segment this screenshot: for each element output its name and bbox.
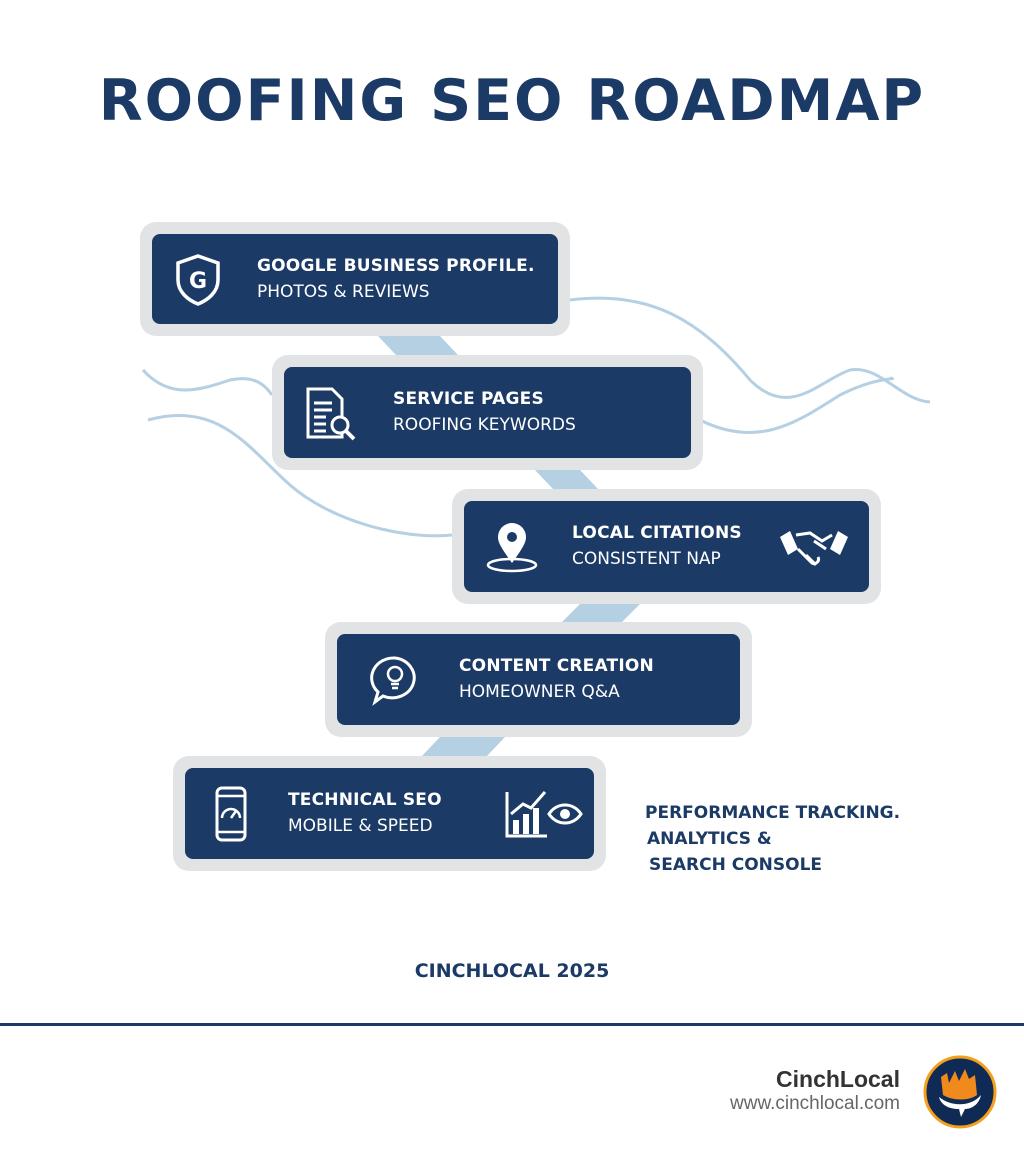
lightbulb-chat-icon: [370, 656, 416, 706]
step-content-creation: CONTENT CREATION HOMEOWNER Q&A: [325, 622, 752, 737]
svg-text:G: G: [189, 269, 207, 294]
step-heading: CONTENT CREATION: [459, 656, 654, 676]
page-title: ROOFING SEO ROADMAP: [98, 68, 926, 134]
step-heading: SERVICE PAGES: [393, 389, 544, 409]
brand-block: CinchLocal www.cinchlocal.com: [730, 1066, 900, 1115]
brand-url[interactable]: www.cinchlocal.com: [730, 1093, 900, 1114]
step-technical-seo: TECHNICAL SEO MOBILE & SPEED: [173, 756, 606, 871]
step-subtitle: ROOFING KEYWORDS: [393, 415, 576, 435]
mobile-speed-icon: [215, 786, 247, 842]
step-heading: LOCAL CITATIONS: [572, 523, 742, 543]
performance-line-2: ANALYTICS &: [647, 829, 772, 849]
step-subtitle: CONSISTENT NAP: [572, 549, 721, 569]
google-shield-icon: G: [176, 254, 220, 306]
step-heading: GOOGLE BUSINESS PROFILE.: [257, 256, 535, 276]
handshake-icon: [780, 531, 848, 567]
footer-divider: [0, 1023, 1024, 1026]
cinchlocal-logo-icon: [923, 1055, 997, 1129]
step-subtitle: HOMEOWNER Q&A: [459, 682, 620, 702]
step-heading: TECHNICAL SEO: [288, 790, 442, 810]
performance-tracking-text: PERFORMANCE TRACKING. ANALYTICS & SEARCH…: [645, 800, 900, 878]
step-google-business-profile: G GOOGLE BUSINESS PROFILE. PHOTOS & REVIE…: [140, 222, 570, 336]
footer-caption: CINCHLOCAL 2025: [414, 960, 610, 982]
brand-name: CinchLocal: [776, 1066, 900, 1092]
map-pin-icon: [486, 523, 538, 573]
step-local-citations: LOCAL CITATIONS CONSISTENT NAP: [452, 489, 881, 604]
performance-line-3: SEARCH CONSOLE: [649, 855, 823, 875]
analytics-eye-icon: [505, 791, 583, 838]
step-subtitle: PHOTOS & REVIEWS: [257, 282, 430, 302]
step-service-pages: SERVICE PAGES ROOFING KEYWORDS: [272, 355, 703, 470]
document-search-icon: [306, 387, 356, 441]
step-subtitle: MOBILE & SPEED: [288, 816, 433, 836]
performance-line-1: PERFORMANCE TRACKING.: [645, 803, 901, 823]
